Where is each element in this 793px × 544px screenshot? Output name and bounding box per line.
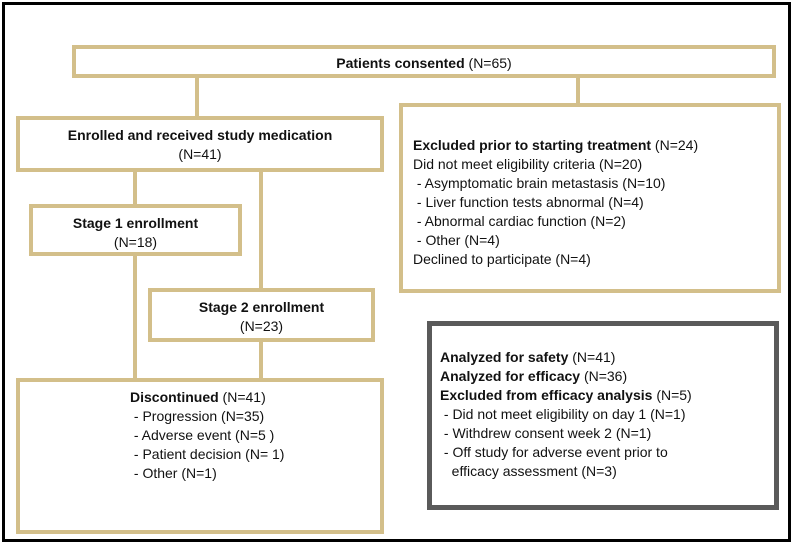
excluded-reason: - Asymptomatic brain metastasis (N=10) (413, 175, 666, 191)
discontinued-count: (N=41) (218, 389, 266, 405)
excluded-reason: Declined to participate (N=4) (413, 251, 591, 267)
efficacy-exclusion-reason: - Withdrew consent week 2 (N=1) (440, 425, 652, 441)
connector-enrolled-stage2 (259, 168, 263, 290)
discontinued-reason: - Patient decision (N= 1) (130, 446, 285, 462)
excluded-reason: - Liver function tests abnormal (N=4) (413, 194, 644, 210)
analysis-summary-box: Analyzed for safety (N=41) Analyzed for … (427, 321, 779, 510)
excluded-efficacy-label: Excluded from efficacy analysis (440, 387, 653, 403)
analyzed-efficacy-label: Analyzed for efficacy (440, 368, 581, 384)
discontinued-reason: - Other (N=1) (130, 465, 217, 481)
connector-stage2-discontinued (259, 338, 263, 380)
excluded-reason: - Abnormal cardiac function (N=2) (413, 213, 626, 229)
enrolled-box: Enrolled and received study medication (… (16, 116, 384, 172)
patients-consented-label: Patients consented (336, 55, 465, 71)
patients-consented-count: (N=65) (464, 55, 512, 71)
enrolled-count: (N=41) (178, 146, 222, 162)
stage1-label: Stage 1 enrollment (72, 215, 199, 231)
analyzed-efficacy-count: (N=36) (580, 368, 628, 384)
stage2-label: Stage 2 enrollment (198, 299, 325, 315)
analyzed-safety-label: Analyzed for safety (440, 349, 569, 365)
excluded-label: Excluded prior to starting treatment (413, 137, 652, 153)
efficacy-exclusion-reason: efficacy assessment (N=3) (440, 463, 617, 479)
connector-consented-excluded (576, 74, 580, 105)
stage2-enrollment-box: Stage 2 enrollment (N=23) (148, 288, 375, 342)
patients-consented-box: Patients consented (N=65) (72, 45, 776, 78)
stage2-count: (N=23) (239, 318, 284, 334)
excluded-reason: Did not meet eligibility criteria (N=20) (413, 156, 643, 172)
efficacy-exclusion-reason: - Off study for adverse event prior to (440, 444, 668, 460)
efficacy-exclusion-reason: - Did not meet eligibility on day 1 (N=1… (440, 406, 686, 422)
connector-stage1-discontinued (133, 252, 137, 380)
discontinued-box: Discontinued (N=41) - Progression (N=35)… (16, 378, 384, 534)
stage1-enrollment-box: Stage 1 enrollment (N=18) (29, 204, 242, 256)
excluded-reason: - Other (N=4) (413, 232, 500, 248)
excluded-count: (N=24) (651, 137, 699, 153)
connector-consented-enrolled (195, 74, 199, 118)
analyzed-safety-count: (N=41) (568, 349, 616, 365)
excluded-prior-treatment-box: Excluded prior to starting treatment (N=… (399, 103, 781, 293)
excluded-efficacy-count: (N=5) (652, 387, 692, 403)
enrolled-label: Enrolled and received study medication (67, 127, 333, 143)
stage1-count: (N=18) (113, 234, 158, 250)
discontinued-reason: - Progression (N=35) (130, 408, 265, 424)
discontinued-reason: - Adverse event (N=5 ) (130, 427, 275, 443)
connector-enrolled-stage1 (133, 168, 137, 206)
discontinued-label: Discontinued (130, 389, 219, 405)
